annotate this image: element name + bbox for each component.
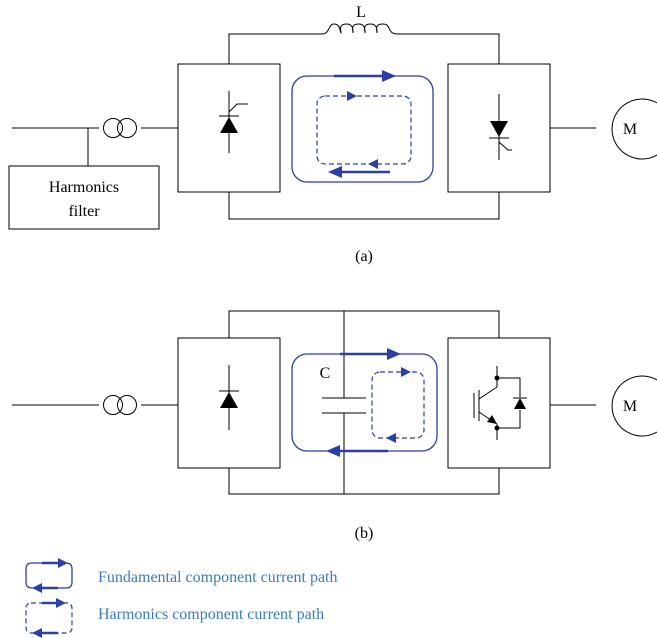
harmonics-arrow-bottom-a: [368, 159, 378, 169]
inverter-thyristor-icon: [489, 94, 512, 160]
motor-label-a: M: [623, 121, 637, 138]
igbt-inverter-box: [447, 337, 551, 469]
motor-a: [611, 98, 657, 160]
thyristor-icon: [219, 91, 248, 153]
caption-b: (b): [355, 525, 374, 542]
motor-label-b: M: [623, 398, 637, 415]
harmonics-arrow-top-a: [347, 91, 357, 101]
harmonics-filter-label-1: Harmonics: [49, 179, 119, 196]
diagram-b: C M (b): [12, 310, 657, 542]
transformer-b-icon: [103, 395, 137, 415]
transformer-a-icon: [103, 118, 137, 138]
fundamental-arrow-bottom-a: [328, 166, 390, 178]
motor-b: [611, 375, 657, 437]
harmonics-current-loop-b: [371, 371, 425, 439]
dc-link-top-a: [228, 33, 322, 64]
dc-link-bottom-a: [228, 192, 500, 220]
harmonics-current-loop-a: [316, 95, 412, 165]
igbt-icon: [473, 366, 527, 440]
caption-a: (a): [355, 248, 373, 265]
dc-link-bottom-b: [228, 468, 500, 495]
legend-harmonics-label: Harmonics component current path: [98, 606, 324, 623]
legend-fundamental-swatch: [25, 558, 73, 593]
inductor-label: L: [356, 4, 366, 21]
inductor-icon: [321, 23, 399, 35]
harmonics-arrow-top-b: [401, 367, 411, 377]
dc-link-top-right-a: [398, 33, 500, 64]
diode-icon: [219, 365, 239, 430]
fundamental-current-loop-a: [291, 75, 434, 183]
harmonics-arrow-bottom-b: [386, 433, 396, 443]
legend-fundamental-label: Fundamental component current path: [98, 569, 337, 586]
fundamental-arrow-bottom-b: [326, 445, 388, 457]
legend-harmonics-swatch: [25, 598, 73, 638]
fundamental-arrow-top-b: [340, 348, 401, 360]
fundamental-arrow-top-a: [334, 70, 396, 82]
harmonics-filter-label-2: filter: [68, 203, 100, 220]
dc-link-top-b: [228, 310, 500, 338]
diagram-a: Harmonics filter L M: [8, 4, 657, 265]
fundamental-current-loop-b: [291, 353, 438, 452]
harmonics-filter-box: [8, 165, 160, 230]
capacitor-icon: [322, 311, 366, 494]
capacitor-label: C: [320, 365, 331, 382]
legend: Fundamental component current path Harmo…: [25, 558, 337, 638]
